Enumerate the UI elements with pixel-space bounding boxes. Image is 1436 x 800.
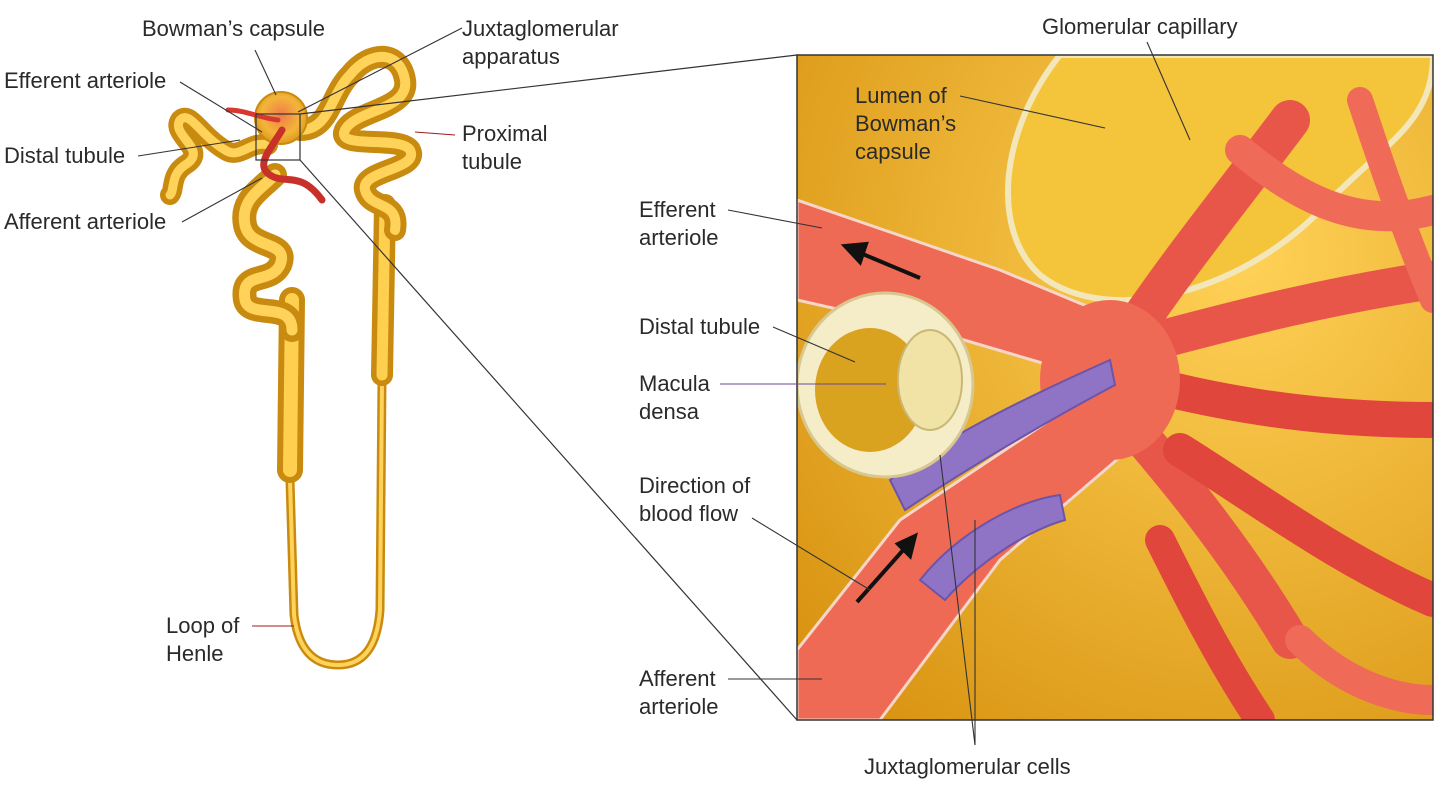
label-distal-tubule-right: Distal tubule	[639, 314, 761, 339]
label-afferent-arteriole-right: Afferent arteriole	[639, 665, 718, 721]
label-lumen-line2: Bowman’s	[855, 111, 957, 136]
label-distal-tubule-left: Distal tubule	[4, 143, 126, 168]
leader-lines	[137, 27, 1191, 746]
label-bowmans-capsule: Bowman’s capsule	[142, 16, 326, 41]
label-juxtaglomerular-cells: Juxtaglomerular cells	[864, 754, 1071, 779]
label-juxtaglomerular-apparatus-line2: apparatus	[462, 44, 560, 69]
label-lumen-line3: capsule	[855, 139, 931, 164]
label-afferent-right-line1: Afferent	[639, 666, 716, 691]
label-efferent-right-line2: arteriole	[639, 225, 719, 250]
label-loop-of-henle-line2: Henle	[166, 641, 224, 666]
distal-tubule-section	[797, 291, 975, 479]
label-proximal-tubule-line2: tubule	[462, 149, 522, 174]
label-afferent-arteriole-left: Afferent arteriole	[4, 209, 167, 234]
juxtaglomerular-inset	[797, 55, 1433, 720]
label-lumen-of-bowmans-capsule: Lumen of Bowman’s capsule	[855, 82, 956, 166]
label-macula-densa-line2: densa	[639, 399, 699, 424]
label-proximal-tubule: Proximal tubule	[462, 120, 548, 176]
label-efferent-right-line1: Efferent	[639, 197, 716, 222]
nephron-overview	[160, 45, 422, 670]
label-lumen-line1: Lumen of	[855, 83, 947, 108]
zoom-box	[255, 113, 301, 161]
label-juxtaglomerular-apparatus: Juxtaglomerular apparatus	[462, 15, 619, 71]
afferent-arteriole-shape	[260, 126, 326, 204]
label-proximal-tubule-line1: Proximal	[462, 121, 548, 146]
label-loop-of-henle-line1: Loop of	[166, 613, 240, 638]
efferent-arteriole-shape	[225, 107, 281, 123]
label-macula-densa: Macula densa	[639, 370, 710, 426]
label-macula-densa-line1: Macula	[639, 371, 710, 396]
bowmans-capsule-shape	[254, 91, 308, 145]
blood-flow-arrows	[840, 241, 921, 604]
label-efferent-arteriole-right: Efferent arteriole	[639, 196, 718, 252]
label-blood-flow-line2: blood flow	[639, 501, 739, 526]
label-efferent-arteriole-left: Efferent arteriole	[4, 68, 167, 93]
label-loop-of-henle: Loop of Henle	[166, 612, 239, 668]
label-glomerular-capillary: Glomerular capillary	[1042, 14, 1238, 39]
label-direction-of-blood-flow: Direction of blood flow	[639, 472, 750, 528]
macula-densa-shape	[897, 329, 963, 431]
label-juxtaglomerular-apparatus-line1: Juxtaglomerular	[462, 16, 619, 41]
label-afferent-right-line2: arteriole	[639, 694, 719, 719]
label-blood-flow-line1: Direction of	[639, 473, 751, 498]
loop-of-henle-shape	[285, 375, 387, 670]
inset-frame	[796, 54, 1434, 721]
